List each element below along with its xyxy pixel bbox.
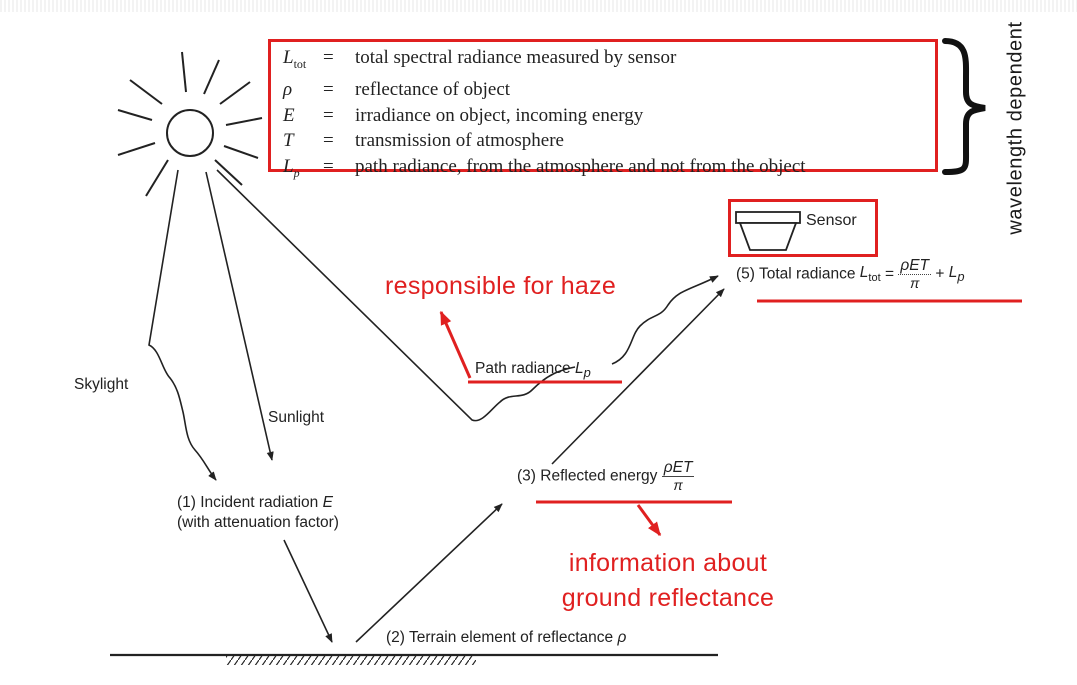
legend-row: T = transmission of atmosphere [283, 128, 935, 154]
legend-equals: = [323, 104, 334, 126]
top-border [0, 0, 1077, 12]
haze-annotation: responsible for haze [385, 272, 617, 300]
legend-row: ρ = reflectance of object [283, 77, 935, 103]
reflectance-annotation: information about ground reflectance [520, 546, 816, 616]
path-radiance-label: Path radiance Lp [475, 360, 591, 380]
total-fraction: ρET π [898, 257, 932, 291]
incident-line1: (1) Incident radiation [177, 494, 319, 511]
reflectance-annotation-line2: ground reflectance [561, 584, 775, 612]
legend-description: reflectance of object [355, 79, 511, 101]
incident-ray [283, 539, 333, 643]
legend-symbol: E [283, 104, 295, 126]
reflect-to-sensor-ray [551, 288, 725, 465]
total-lp-var: Lp [948, 264, 965, 285]
reflectance-annotation-line1: information about [568, 549, 768, 577]
total-plus: + [935, 265, 945, 283]
incident-var: E [322, 494, 333, 511]
legend-row: E = irradiance on object, incoming energ… [283, 103, 935, 129]
legend-row: Lp = path radiance, from the atmosphere … [283, 154, 935, 186]
legend-description: transmission of atmosphere [355, 130, 564, 152]
legend-symbol: L [283, 47, 294, 68]
legend-equals: = [323, 79, 334, 101]
legend-symbol: L [283, 155, 294, 177]
sensor-box [728, 199, 878, 257]
sensor-label: Sensor [806, 212, 857, 229]
reflected-denominator: π [673, 477, 683, 493]
path-radiance-text: Path radiance [475, 360, 571, 377]
legend-equals: = [323, 130, 334, 152]
path-radiance-var: Lp [574, 360, 591, 381]
total-numerator: ρET [898, 257, 932, 275]
path-radiance-ray [216, 169, 576, 422]
terrain-text: (2) Terrain element of reflectance [386, 629, 614, 646]
incident-line2: (with attenuation factor) [177, 514, 339, 531]
total-radiance-label: (5) Total radiance Ltot = ρET π + Lp [736, 257, 965, 292]
sensor-icon [735, 211, 801, 251]
legend-symbol: ρ [283, 79, 293, 101]
terrain-var: ρ [617, 629, 627, 646]
reflected-fraction: ρET π [661, 459, 695, 493]
sunlight-label: Sunlight [268, 409, 325, 426]
sunlight-ray [205, 171, 274, 461]
legend-symbol: T [283, 130, 294, 152]
legend-description: path radiance, from the atmosphere and n… [355, 155, 806, 177]
reflected-numerator: ρET [661, 459, 695, 477]
terrain-reflect-ray [355, 503, 503, 643]
skylight-ray [148, 169, 217, 481]
ground-hatch [226, 656, 476, 665]
reflected-energy-label: (3) Reflected energy ρET π [517, 459, 695, 493]
brace-icon [942, 38, 986, 175]
symbol-legend: Ltot = total spectral radiance measured … [268, 39, 938, 180]
terrain-label: (2) Terrain element of reflectance ρ [386, 629, 626, 647]
reflected-text: (3) Reflected energy [517, 467, 658, 485]
legend-description: total spectral radiance measured by sens… [355, 47, 677, 68]
haze-arrow [439, 310, 472, 379]
sun-icon [117, 51, 263, 197]
info-arrow [636, 504, 662, 537]
legend-subscript: p [293, 165, 300, 180]
legend-subscript: tot [293, 56, 307, 71]
incident-radiation-label: (1) Incident radiation E (with attenuati… [177, 493, 339, 533]
legend-description: irradiance on object, incoming energy [355, 104, 644, 126]
path-to-sensor-ray [611, 275, 719, 365]
legend-equals: = [323, 155, 334, 177]
total-radiance-text: (5) Total radiance [736, 265, 856, 283]
total-var: Ltot [859, 264, 881, 285]
legend-equals: = [323, 47, 334, 68]
legend-row: Ltot = total spectral radiance measured … [283, 45, 935, 77]
total-equals: = [884, 265, 895, 283]
wavelength-dependent-label: wavelength dependent [1004, 21, 1027, 235]
skylight-label: Skylight [74, 376, 129, 393]
total-denominator: π [909, 275, 920, 291]
